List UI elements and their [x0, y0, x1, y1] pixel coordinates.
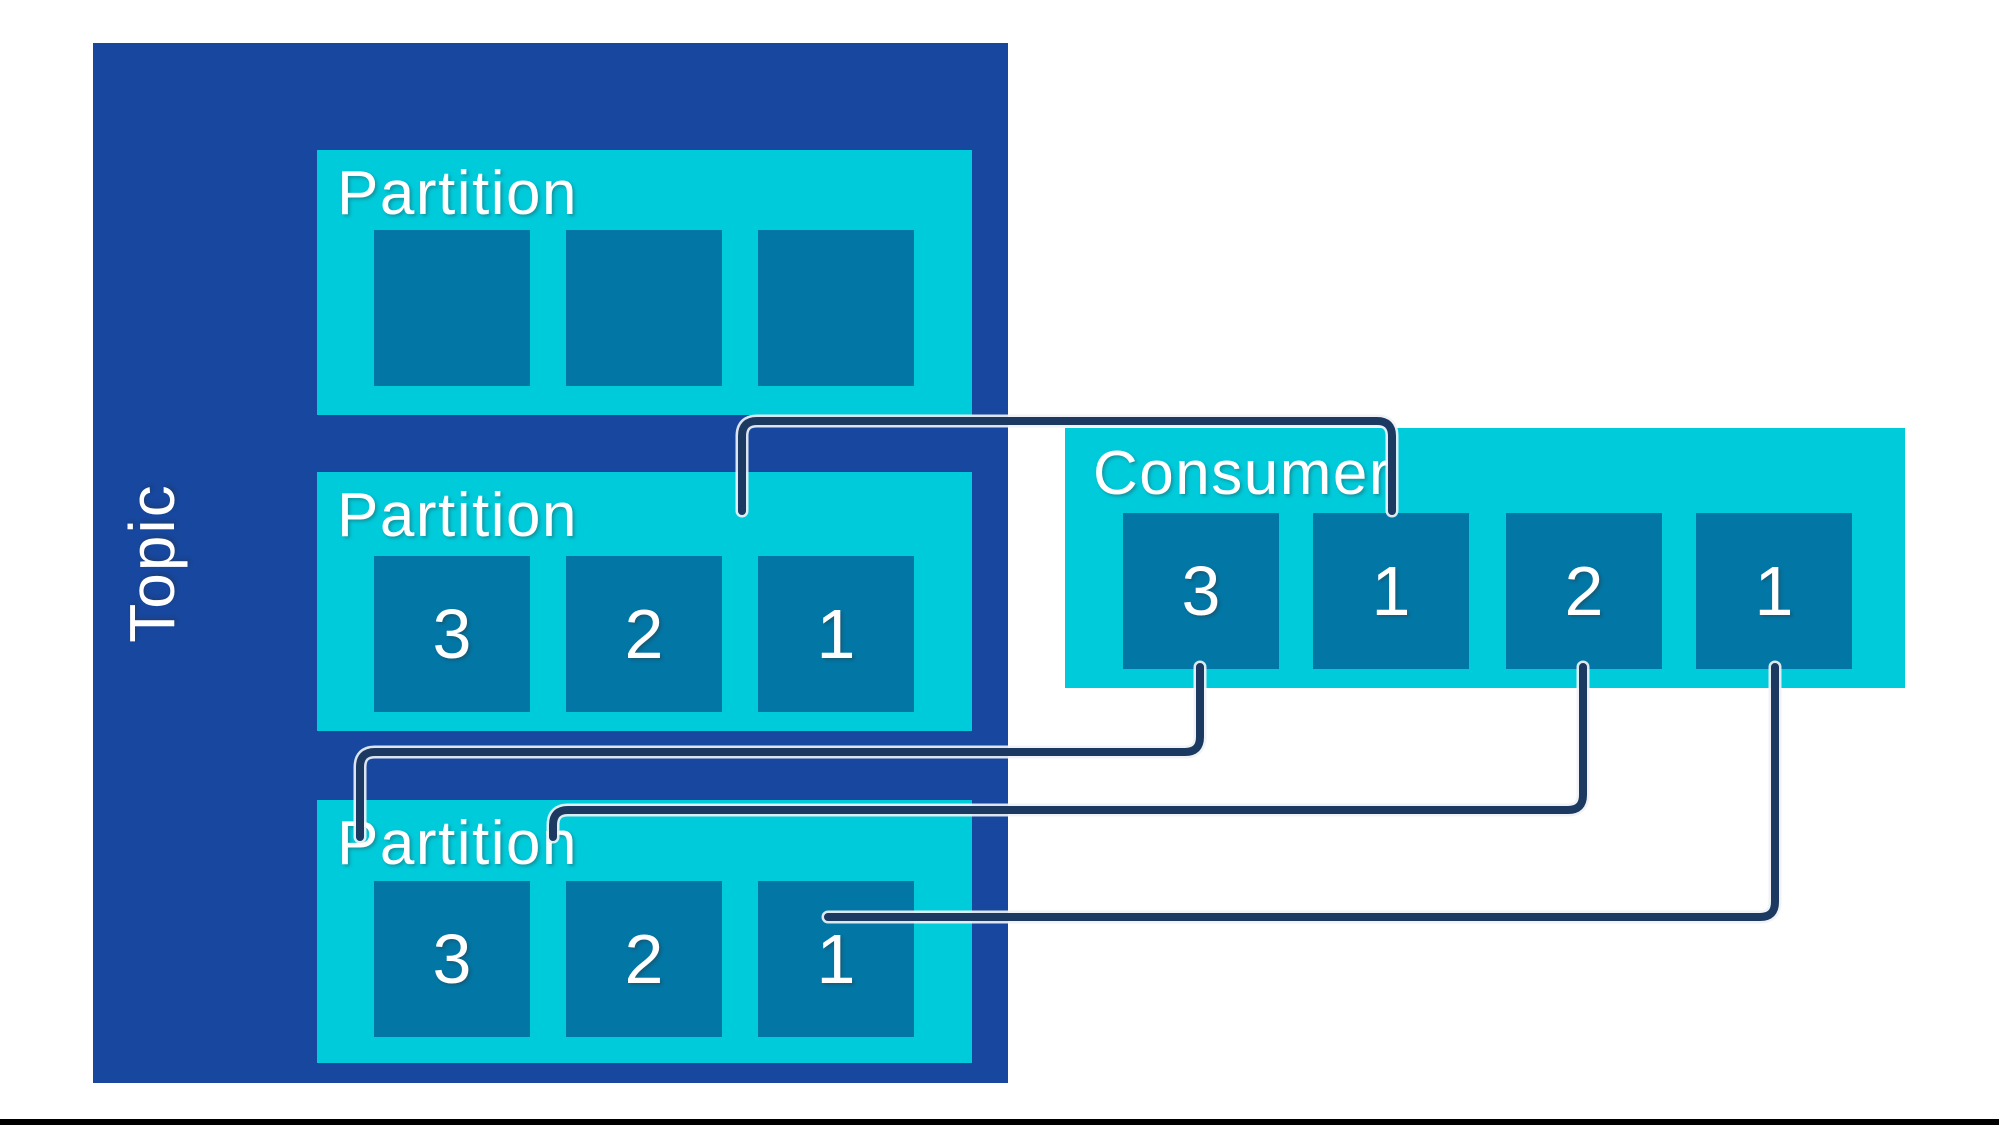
- partition-label: Partition: [337, 159, 578, 228]
- message-square: [374, 230, 530, 386]
- message-square: 1: [758, 881, 914, 1037]
- message-square: 1: [758, 556, 914, 712]
- bottom-bar: [0, 1119, 1999, 1125]
- message-square: 3: [374, 881, 530, 1037]
- message-square: 3: [1123, 513, 1279, 669]
- partition-box-bottom: Partition 3 2 1: [317, 800, 972, 1063]
- partition-label: Partition: [337, 481, 578, 550]
- consumer-box: Consumer 3 1 2 1: [1065, 428, 1905, 688]
- message-square: [758, 230, 914, 386]
- topic-label: Topic: [116, 483, 188, 643]
- topic-box: Partition Partition 3 2 1 Partition 3 2 …: [93, 43, 1008, 1083]
- message-square: 2: [1506, 513, 1662, 669]
- message-square: 2: [566, 556, 722, 712]
- message-square: 2: [566, 881, 722, 1037]
- message-square: [566, 230, 722, 386]
- partition-box-top: Partition: [317, 150, 972, 415]
- partition-box-middle: Partition 3 2 1: [317, 472, 972, 731]
- consumer-label: Consumer: [1093, 439, 1391, 508]
- message-square: 3: [374, 556, 530, 712]
- message-square: 1: [1313, 513, 1469, 669]
- message-square: 1: [1696, 513, 1852, 669]
- partition-label: Partition: [337, 809, 578, 878]
